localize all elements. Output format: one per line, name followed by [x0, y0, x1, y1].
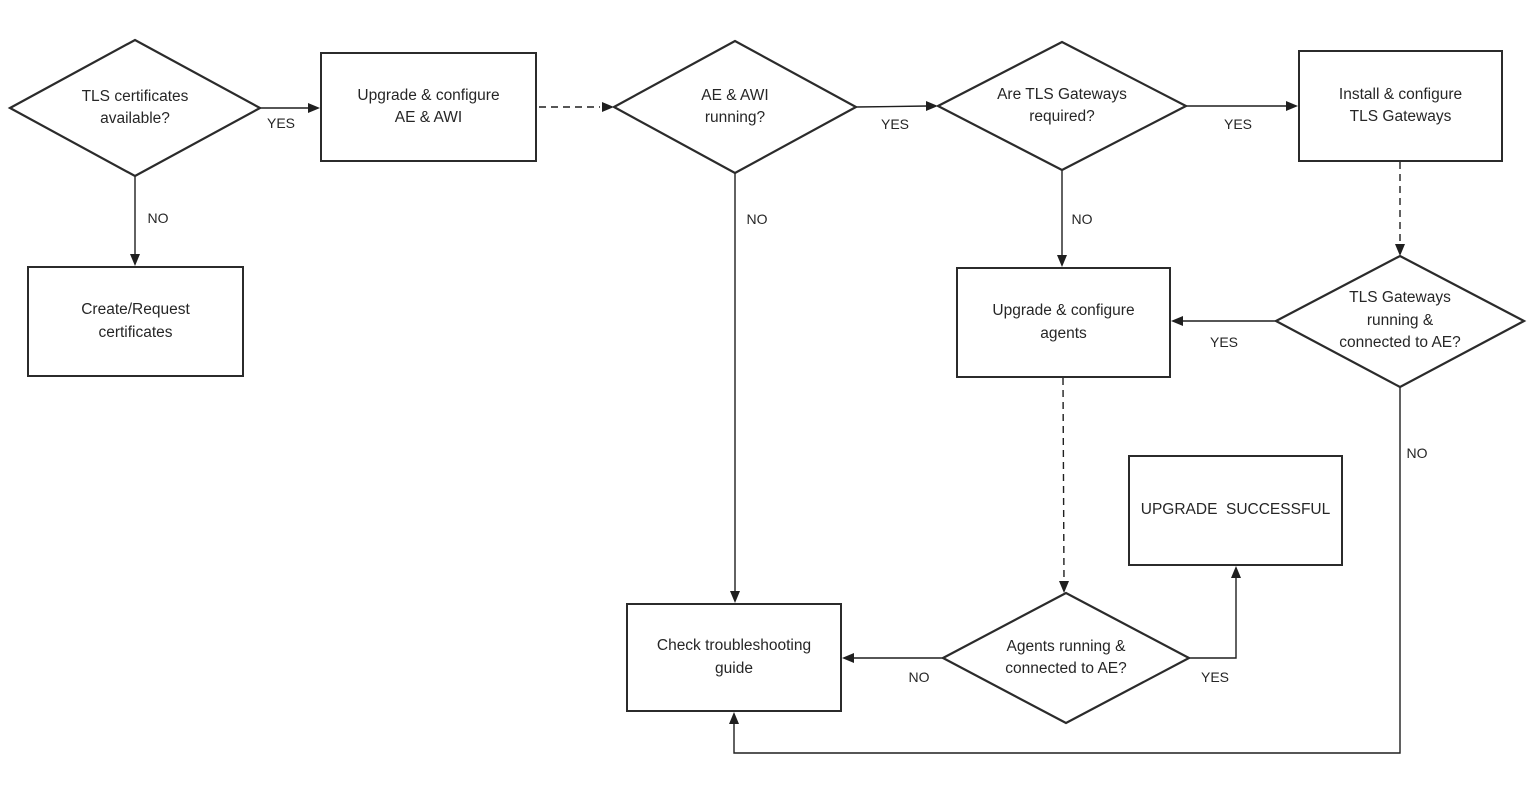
- edge-label-running-yes: YES: [880, 116, 910, 132]
- arrowhead-right-icon: [926, 101, 938, 111]
- edge-label-running-no: NO: [746, 211, 768, 227]
- node-check-guide: Check troubleshooting guide: [626, 603, 842, 712]
- arrowhead-down-icon: [1395, 244, 1405, 256]
- node-label: Upgrade & configure AE & AWI: [357, 86, 500, 126]
- arrowhead-up-icon: [729, 712, 739, 724]
- node-label: Upgrade & configure agents: [992, 302, 1135, 342]
- edge-running-no: [730, 173, 740, 603]
- edge-label-gw-running-yes: YES: [1209, 334, 1239, 350]
- arrowhead-right-icon: [1286, 101, 1298, 111]
- edge-label-gw-running-no: NO: [1406, 445, 1428, 461]
- node-install-gw: Install & configure TLS Gateways: [1298, 50, 1503, 162]
- arrowhead-left-icon: [1171, 316, 1183, 326]
- arrowhead-right-icon: [602, 102, 614, 112]
- node-label: Are TLS Gateways required?: [997, 85, 1127, 125]
- arrowhead-down-icon: [130, 254, 140, 266]
- edge-install-to-gw-running: [1395, 162, 1405, 256]
- edge-label-certs-yes: YES: [266, 115, 296, 131]
- edge-agents-yes: [1189, 566, 1241, 659]
- decision-ae-awi-running-shape: [611, 39, 859, 175]
- node-decision-tls-certs: TLS certificates available?: [55, 78, 215, 138]
- edge-certs-yes: [259, 103, 320, 113]
- edge-agents-no: [842, 653, 943, 663]
- edge-certs-no: [130, 176, 140, 266]
- decision-gw-running-shape: [1273, 254, 1527, 389]
- edge-label-agents-yes: YES: [1200, 669, 1230, 685]
- node-create-certs: Create/Request certificates: [27, 266, 244, 377]
- edge-gw-required-no: [1057, 170, 1067, 267]
- node-label: Create/Request certificates: [81, 301, 190, 341]
- edge-label-gw-required-yes: YES: [1223, 116, 1253, 132]
- arrowhead-down-icon: [1059, 581, 1069, 593]
- arrowhead-left-icon: [842, 653, 854, 663]
- node-decision-agents-running: Agents running & connected to AE?: [986, 628, 1146, 688]
- decision-gw-required-shape: [935, 40, 1189, 172]
- node-label: UPGRADE SUCCESSFUL: [1140, 501, 1331, 519]
- node-decision-gw-required: Are TLS Gateways required?: [982, 76, 1142, 136]
- edge-upgrade-to-running: [539, 102, 614, 112]
- node-label: AE & AWI running?: [701, 86, 769, 126]
- arrowhead-up-icon: [1231, 566, 1241, 578]
- edge-label-agents-no: NO: [908, 669, 930, 685]
- edge-agents-check: [1059, 377, 1069, 593]
- node-decision-gw-running: TLS Gateways running & connected to AE?: [1325, 288, 1475, 354]
- decision-agents-running-shape: [940, 591, 1192, 725]
- arrowhead-down-icon: [1057, 255, 1067, 267]
- arrowhead-down-icon: [730, 591, 740, 603]
- edge-gw-running-yes: [1171, 316, 1276, 326]
- edge-label-certs-no: NO: [147, 210, 169, 226]
- node-label: TLS Gateways running & connected to AE?: [1339, 289, 1461, 352]
- node-upgrade-successful: UPGRADE SUCCESSFUL: [1128, 455, 1343, 566]
- edge-gw-required-yes: [1186, 101, 1298, 111]
- edge-label-gw-required-no: NO: [1071, 211, 1093, 227]
- node-label: TLS certificates available?: [81, 87, 189, 127]
- node-decision-ae-awi-running: AE & AWI running?: [675, 77, 795, 137]
- decision-tls-certs-shape: [7, 38, 263, 178]
- arrowhead-right-icon: [308, 103, 320, 113]
- node-upgrade-agents: Upgrade & configure agents: [956, 267, 1171, 378]
- edge-gw-running-no: [729, 387, 1401, 754]
- edge-running-yes: [855, 101, 938, 111]
- node-upgrade-ae-awi: Upgrade & configure AE & AWI: [320, 52, 537, 162]
- node-label: Agents running & connected to AE?: [1005, 637, 1127, 677]
- node-label: Check troubleshooting guide: [656, 637, 812, 677]
- node-label: Install & configure TLS Gateways: [1338, 85, 1463, 125]
